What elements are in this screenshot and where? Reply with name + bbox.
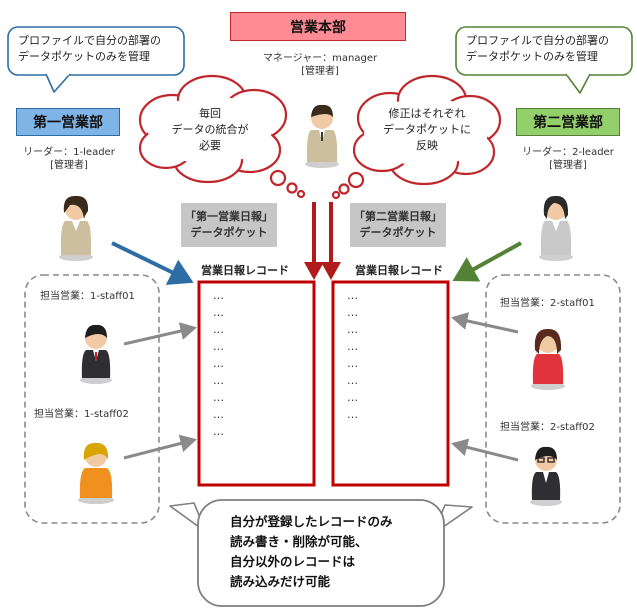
- left-thought-line-3: 必要: [199, 139, 221, 152]
- staff1-arrow: [123, 322, 197, 346]
- right-speech-bubble: [455, 26, 633, 94]
- record-row: …: [213, 340, 225, 353]
- record-row: …: [347, 374, 359, 387]
- dept2-pocket-box: 「第二営業日報」 データポケット: [350, 203, 446, 247]
- dept2-record-list: … … … … … … … …: [347, 287, 437, 423]
- dept1-record-title: 営業日報レコード: [201, 264, 289, 277]
- record-row: …: [213, 425, 225, 438]
- leader2-arrow: [452, 241, 522, 282]
- bottom-callout: [169, 499, 473, 607]
- leader1-person-icon: [59, 195, 93, 261]
- right-thought-line-2: データポケットに: [383, 123, 471, 136]
- right-bubble-line-2: データポケットのみを管理: [466, 50, 598, 63]
- record-row: …: [347, 408, 359, 421]
- dept1-record-box: [197, 280, 316, 487]
- left-bubble-line-2: データポケットのみを管理: [18, 50, 150, 63]
- staff3-arrow: [451, 312, 519, 334]
- record-row: …: [213, 374, 225, 387]
- staff3-label: 担当営業：2-staff01: [500, 298, 595, 309]
- record-row: …: [213, 323, 225, 336]
- manager-label: マネージャー：manager [管理者]: [252, 52, 388, 78]
- record-row: …: [347, 357, 359, 370]
- dept1-pocket-line-2: データポケット: [190, 226, 268, 239]
- hq-header: 営業本部: [230, 12, 406, 41]
- staff1-label: 担当営業：1-staff01: [40, 291, 135, 302]
- staff2-label: 担当営業：1-staff02: [34, 409, 129, 420]
- dept1-record-list: … … … … … … … … …: [213, 287, 303, 440]
- leader2-person-icon: [539, 195, 573, 261]
- leader1-arrow: [111, 241, 194, 285]
- dept2-record-title: 営業日報レコード: [355, 264, 443, 277]
- left-thought-text: 毎回 データの統合が 必要: [158, 106, 262, 154]
- record-row: …: [213, 289, 225, 302]
- staff2-person-icon: [78, 442, 114, 504]
- left-thought-line-1: 毎回: [199, 107, 221, 120]
- manager-admin-line: [管理者]: [301, 66, 339, 77]
- record-row: …: [347, 340, 359, 353]
- staff4-arrow: [451, 438, 519, 462]
- right-thought-line-1: 修正はそれぞれ: [388, 107, 466, 120]
- record-row: …: [213, 306, 225, 319]
- record-row: …: [347, 323, 359, 336]
- left-thought-cloud: [138, 74, 306, 199]
- record-row: …: [213, 408, 225, 421]
- right-bubble-text: プロファイルで自分の部署の データポケットのみを管理: [466, 33, 626, 65]
- manager-person-icon: [305, 104, 339, 168]
- dept2-header: 第二営業部: [516, 108, 620, 136]
- record-row: …: [213, 391, 225, 404]
- dept2-staff-group: [485, 274, 621, 524]
- dept1-pocket-box: 「第一営業日報」 データポケット: [181, 203, 277, 247]
- dept2-pocket-line-2: データポケット: [359, 226, 437, 239]
- leader2-role-line: リーダー：2-leader: [522, 147, 614, 158]
- dept1-pocket-line-1: 「第一営業日報」: [185, 210, 273, 223]
- right-thought-text: 修正はそれぞれ データポケットに 反映: [372, 106, 482, 154]
- dept1-header: 第一営業部: [16, 108, 120, 136]
- staff1-person-icon: [80, 324, 112, 384]
- record-row: …: [347, 391, 359, 404]
- leader1-role-line: リーダー：1-leader: [23, 147, 115, 158]
- right-thought-cloud: [331, 74, 502, 200]
- permission-note-line-3: 自分以外のレコードは: [230, 554, 356, 569]
- staff4-person-icon: [530, 446, 562, 506]
- permission-note-line-4: 読み込みだけ可能: [230, 574, 331, 589]
- dept2-record-box: [331, 280, 450, 487]
- dept1-staff-group: [24, 274, 160, 524]
- leader2-admin-line: [管理者]: [549, 160, 587, 171]
- record-row: …: [213, 357, 225, 370]
- right-bubble-line-1: プロファイルで自分の部署の: [466, 34, 609, 47]
- permission-note: 自分が登録したレコードのみ 読み書き・削除が可能、 自分以外のレコードは 読み込…: [230, 512, 434, 592]
- staff2-arrow: [123, 434, 197, 460]
- left-thought-line-2: データの統合が: [171, 123, 249, 136]
- leader2-label: リーダー：2-leader [管理者]: [512, 146, 624, 172]
- leader1-label: リーダー：1-leader [管理者]: [14, 146, 124, 172]
- dept2-pocket-line-1: 「第二営業日報」: [354, 210, 442, 223]
- right-thought-line-3: 反映: [416, 139, 438, 152]
- left-speech-bubble: [7, 26, 185, 93]
- staff3-person-icon: [531, 328, 565, 390]
- left-bubble-text: プロファイルで自分の部署の データポケットのみを管理: [18, 33, 178, 65]
- record-row: …: [347, 289, 359, 302]
- left-bubble-line-1: プロファイルで自分の部署の: [18, 34, 161, 47]
- record-row: …: [347, 306, 359, 319]
- staff4-label: 担当営業：2-staff02: [500, 422, 595, 433]
- manager-role-line: マネージャー：manager: [262, 53, 378, 64]
- permission-note-line-2: 読み書き・削除が可能、: [230, 534, 368, 549]
- leader1-admin-line: [管理者]: [50, 160, 88, 171]
- permission-note-line-1: 自分が登録したレコードのみ: [230, 514, 393, 529]
